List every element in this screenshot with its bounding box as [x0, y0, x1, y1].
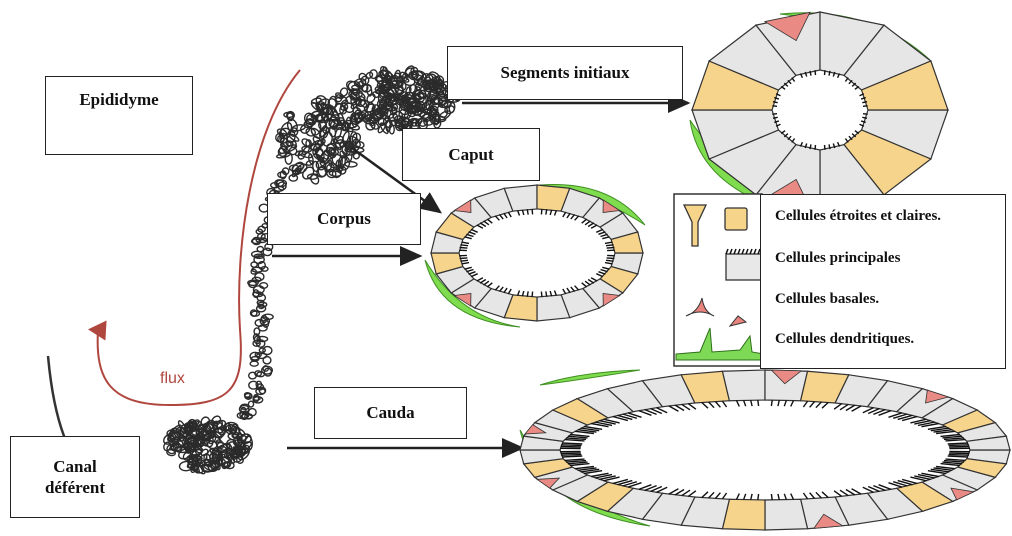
legend-item-principal: Cellules principales — [775, 250, 900, 267]
canal-deferent-label: Canal déférent — [10, 436, 140, 518]
legend-item-narrow-clear: Cellules étroites et claires. — [775, 208, 941, 225]
corpus-label: Corpus — [267, 193, 421, 245]
legend-item-dendritic: Cellules dendritiques. — [775, 331, 914, 348]
legend-icons — [674, 194, 764, 366]
caput-corpus-cross-section — [425, 185, 645, 328]
flux-label: flux — [160, 370, 185, 388]
segments-initiaux-cross-section — [690, 12, 948, 215]
canal-deferent-line2: déférent — [45, 477, 105, 498]
clear-cell-icon — [725, 208, 747, 230]
epididyme-label: Epididyme — [45, 76, 193, 155]
cauda-label: Cauda — [314, 387, 467, 439]
legend-item-basal: Cellules basales. — [775, 291, 879, 308]
principal-cell-icon — [726, 249, 762, 280]
segments-initiaux-label: Segments initiaux — [447, 46, 683, 100]
cauda-cross-section — [520, 370, 1010, 530]
legend: Cellules étroites et claires. Cellules p… — [760, 194, 1006, 369]
caput-label: Caput — [402, 128, 540, 181]
canal-deferent-line1: Canal — [53, 456, 96, 477]
